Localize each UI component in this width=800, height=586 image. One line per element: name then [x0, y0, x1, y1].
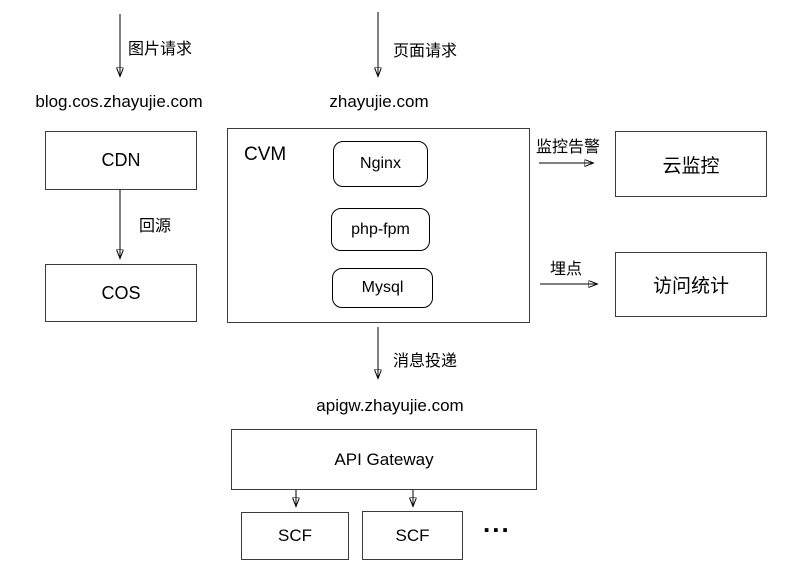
- scf-node-2[interactable]: SCF: [362, 511, 463, 560]
- cos-node-label: COS: [101, 282, 141, 303]
- back-to-origin-label: 回源: [139, 218, 172, 235]
- php-fpm-node[interactable]: php-fpm: [331, 208, 430, 251]
- more-scf-ellipsis: ...: [483, 508, 511, 538]
- cdn-node-label: CDN: [101, 150, 141, 170]
- message-delivery-label: 消息投递: [393, 353, 458, 370]
- tracking-label: 埋点: [550, 261, 583, 278]
- analytics-node-label: 访问统计: [652, 276, 729, 297]
- api-gateway-node[interactable]: API Gateway: [231, 429, 537, 490]
- api-gateway-node-label: API Gateway: [334, 449, 434, 469]
- cdn-node[interactable]: CDN: [45, 131, 197, 190]
- mysql-node[interactable]: Mysql: [332, 268, 433, 308]
- gateway-domain-label: apigw.zhayujie.com: [316, 396, 464, 415]
- cos-node[interactable]: COS: [45, 264, 197, 322]
- monitoring-alert-label: 监控告警: [536, 139, 601, 156]
- scf-node-2-label: SCF: [395, 525, 430, 545]
- image-request-label: 图片请求: [128, 41, 193, 58]
- nginx-node[interactable]: Nginx: [333, 141, 428, 187]
- nginx-node-label: Nginx: [360, 155, 401, 172]
- scf-node-1-label: SCF: [278, 526, 312, 545]
- php-fpm-node-label: php-fpm: [351, 220, 410, 238]
- cloud-monitor-node-label: 云监控: [662, 155, 720, 177]
- site-domain-label: zhayujie.com: [329, 92, 429, 111]
- cloud-monitor-node[interactable]: 云监控: [615, 131, 767, 197]
- scf-node-1[interactable]: SCF: [241, 512, 349, 560]
- page-request-label: 页面请求: [393, 43, 458, 60]
- analytics-node[interactable]: 访问统计: [615, 252, 767, 317]
- cvm-container-label: CVM: [244, 144, 287, 165]
- cos-domain-label: blog.cos.zhayujie.com: [35, 92, 203, 111]
- mysql-node-label: Mysql: [361, 279, 404, 296]
